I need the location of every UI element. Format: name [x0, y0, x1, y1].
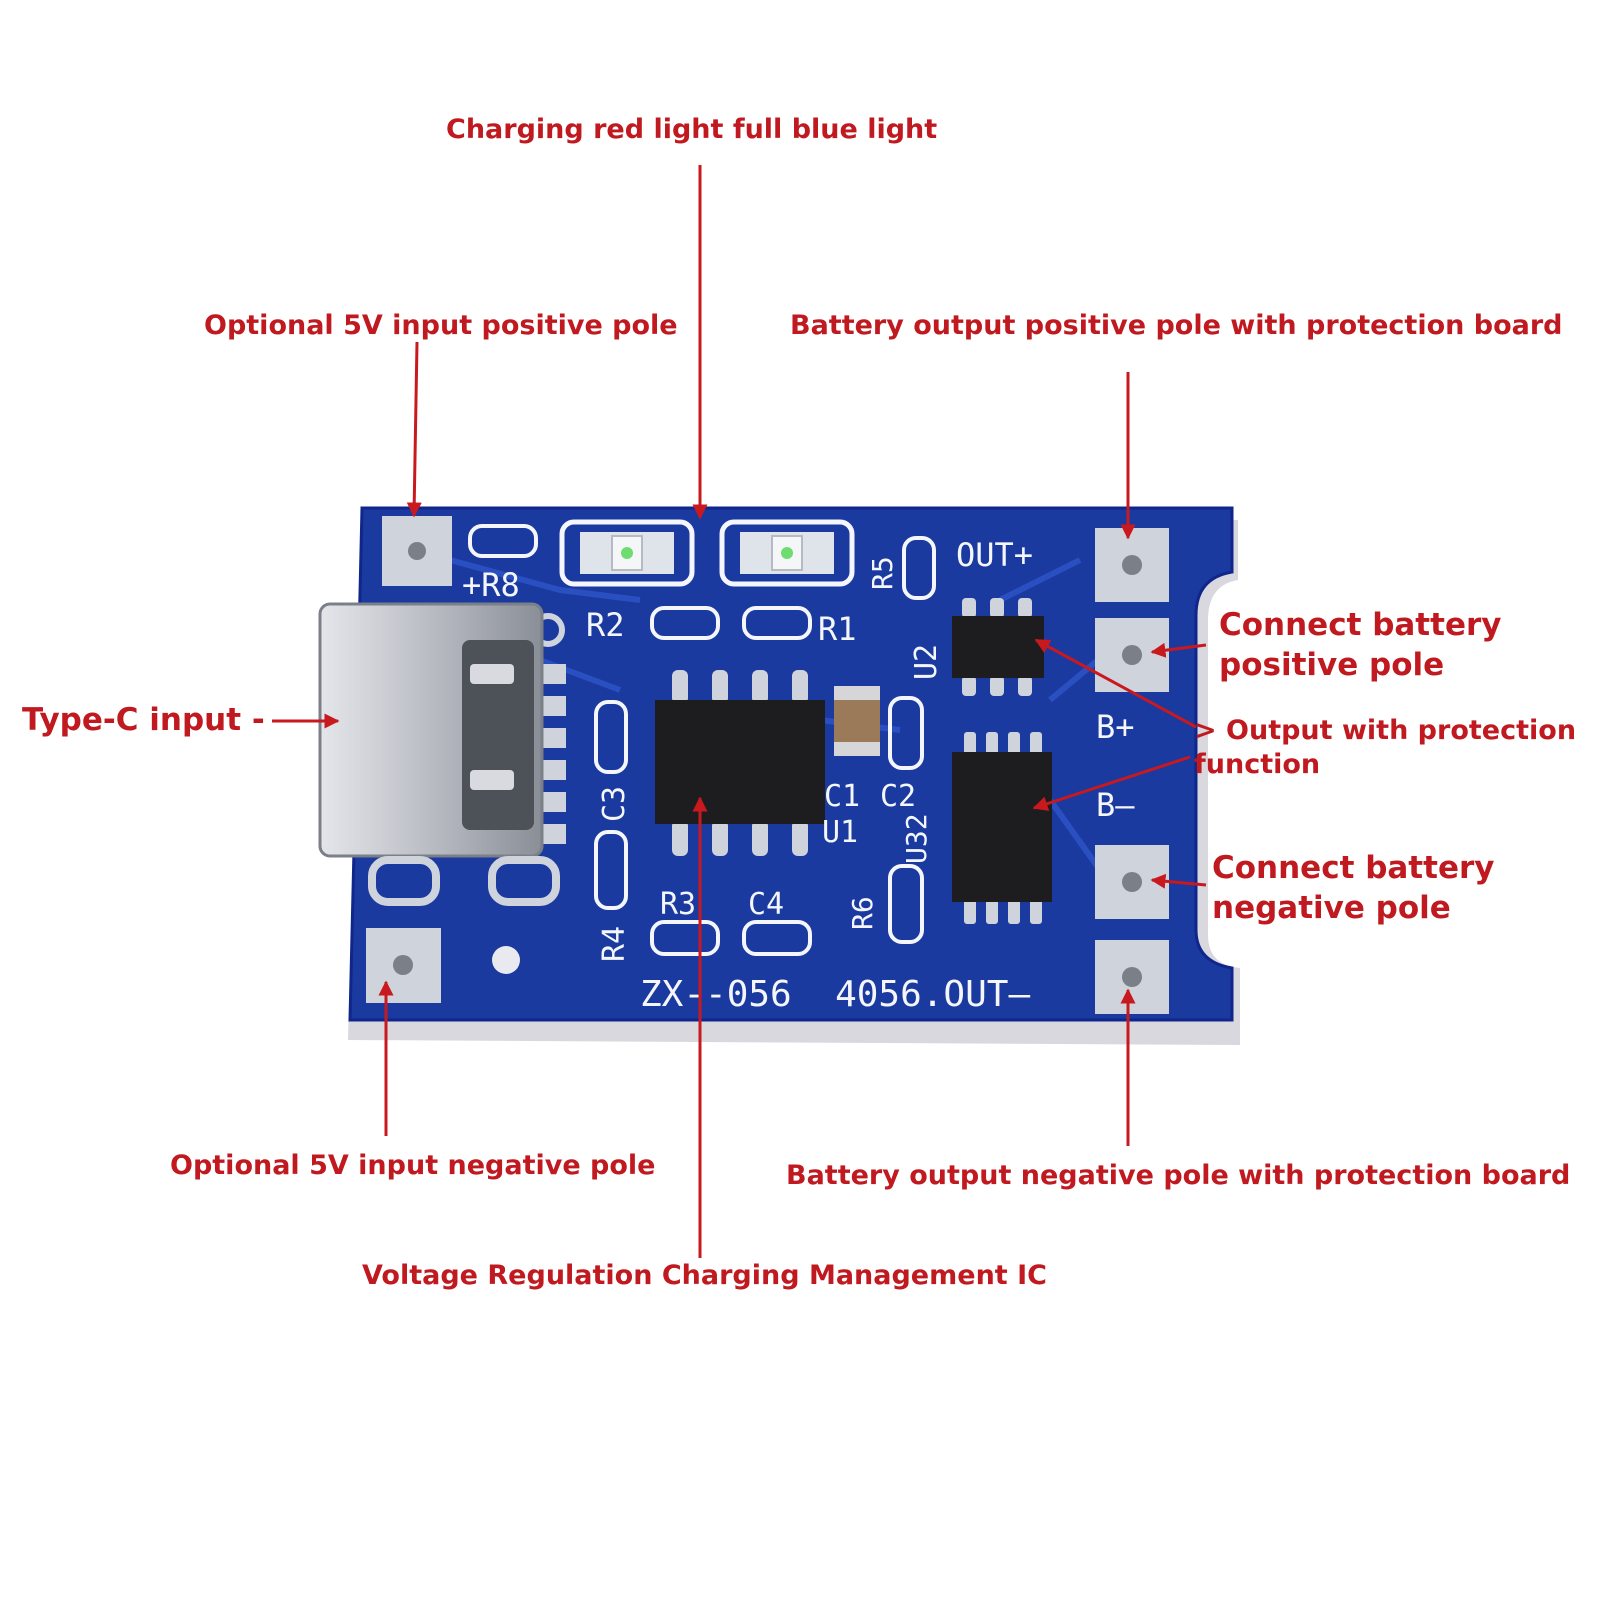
smd-components [468, 524, 936, 956]
silk-b-plus: B+ [1096, 708, 1135, 746]
pad-out-negative [1095, 940, 1169, 1014]
pad-in-negative [366, 928, 441, 1003]
callout-protection-line2: function [1194, 749, 1321, 780]
arrow-icon [1032, 755, 1191, 811]
callout-type-c-input: Type-C input - [22, 702, 265, 738]
mounting-hole [492, 946, 520, 974]
silk-r4: R4 [597, 926, 632, 962]
callout-input-negative: Optional 5V input negative pole [170, 1150, 656, 1181]
silk-u32: U32 [900, 813, 933, 864]
silk-r3: R3 [660, 887, 696, 922]
capacitor [834, 686, 880, 756]
pad-battery-positive [1095, 618, 1169, 692]
arrow-icon [1150, 873, 1207, 889]
chip-icon [655, 670, 825, 856]
callout-battery-positive-line2: positive pole [1219, 647, 1445, 683]
chip-icon [952, 598, 1044, 696]
pad-out-positive [1095, 528, 1169, 602]
usb-c-port-icon [318, 602, 566, 906]
callout-led: Charging red light full blue light [446, 114, 938, 145]
arrow-icon [1150, 642, 1207, 658]
silk-r5: R5 [866, 556, 899, 590]
silk-r1: R1 [818, 610, 857, 648]
callout-protection-line1: > Output with protection [1194, 715, 1577, 746]
silk-r8: +R8 [462, 566, 520, 604]
callout-battery-negative-line1: Connect battery [1212, 850, 1495, 886]
silk-u1: U1 [822, 815, 858, 850]
pad-in-positive [382, 516, 452, 586]
arrow-icon [406, 341, 422, 518]
callout-input-positive: Optional 5V input positive pole [204, 310, 678, 341]
callout-output-negative: Battery output negative pole with protec… [786, 1160, 1571, 1191]
silk-u2: U2 [909, 644, 944, 680]
silk-out-plus: OUT+ [956, 536, 1033, 574]
callout-battery-negative-line2: negative pole [1212, 890, 1451, 926]
silk-bottom: ZX--056 4056.OUT– [640, 974, 1030, 1015]
silk-c3: C3 [597, 786, 632, 822]
silk-r2: R2 [586, 606, 625, 644]
silk-c2: C2 [880, 779, 916, 814]
arrow-icon [1034, 638, 1197, 729]
silk-c4: C4 [748, 887, 784, 922]
led-icon [559, 519, 695, 587]
callout-arrows [272, 165, 1207, 1258]
callout-charging-ic: Voltage Regulation Charging Management I… [362, 1260, 1047, 1291]
callout-battery-positive-line1: Connect battery [1219, 607, 1502, 643]
chip-icon [952, 732, 1052, 924]
led-icon [719, 519, 855, 587]
silk-b-minus: B– [1096, 786, 1135, 824]
silk-r6: R6 [846, 896, 879, 930]
silk-c1: C1 [824, 779, 860, 814]
callout-output-positive: Battery output positive pole with protec… [790, 310, 1563, 341]
